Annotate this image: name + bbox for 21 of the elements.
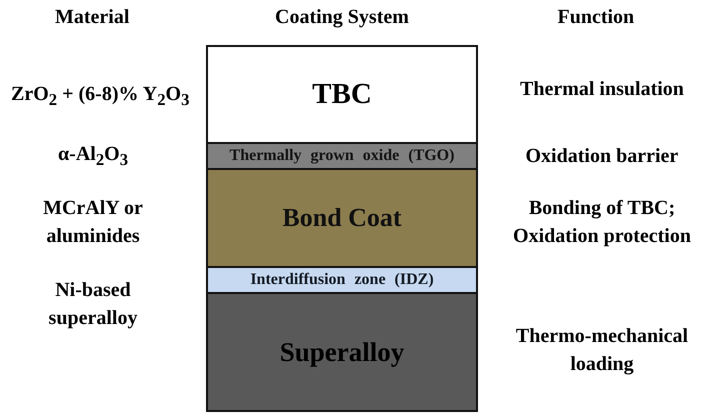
function-text: Oxidation barrier [526,144,678,169]
layer-label: TBC [312,78,372,111]
layer-label: Thermally grown oxide (TGO) [230,146,454,166]
coating-layer [206,292,478,412]
coating-layer [206,142,478,170]
column-heading: Function [558,5,634,29]
material-text: Ni-based superalloy [48,278,138,331]
material-text: α-Al$_{2}$O$_{3}$ [58,142,128,171]
layer-label: Bond Coat [282,203,402,233]
layer-label: Interdiffusion zone (IDZ) [250,270,434,290]
material-text: MCrAlY or aluminides [42,196,144,249]
layer-label: Superalloy [280,336,404,368]
function-text: Bonding of TBC; Oxidation protection [512,196,692,249]
function-text: Thermal insulation [520,77,684,102]
coating-layer [206,266,478,294]
coating-layer [206,45,478,144]
function-text: Thermo-mechanical loading [514,324,690,377]
coating-layer [206,168,478,268]
column-heading: Material [55,5,130,29]
column-heading: Coating System [275,5,409,29]
material-text: ZrO$_{2}$ + (6-8)% Y$_{2}$O$_{3}$ [11,82,190,111]
